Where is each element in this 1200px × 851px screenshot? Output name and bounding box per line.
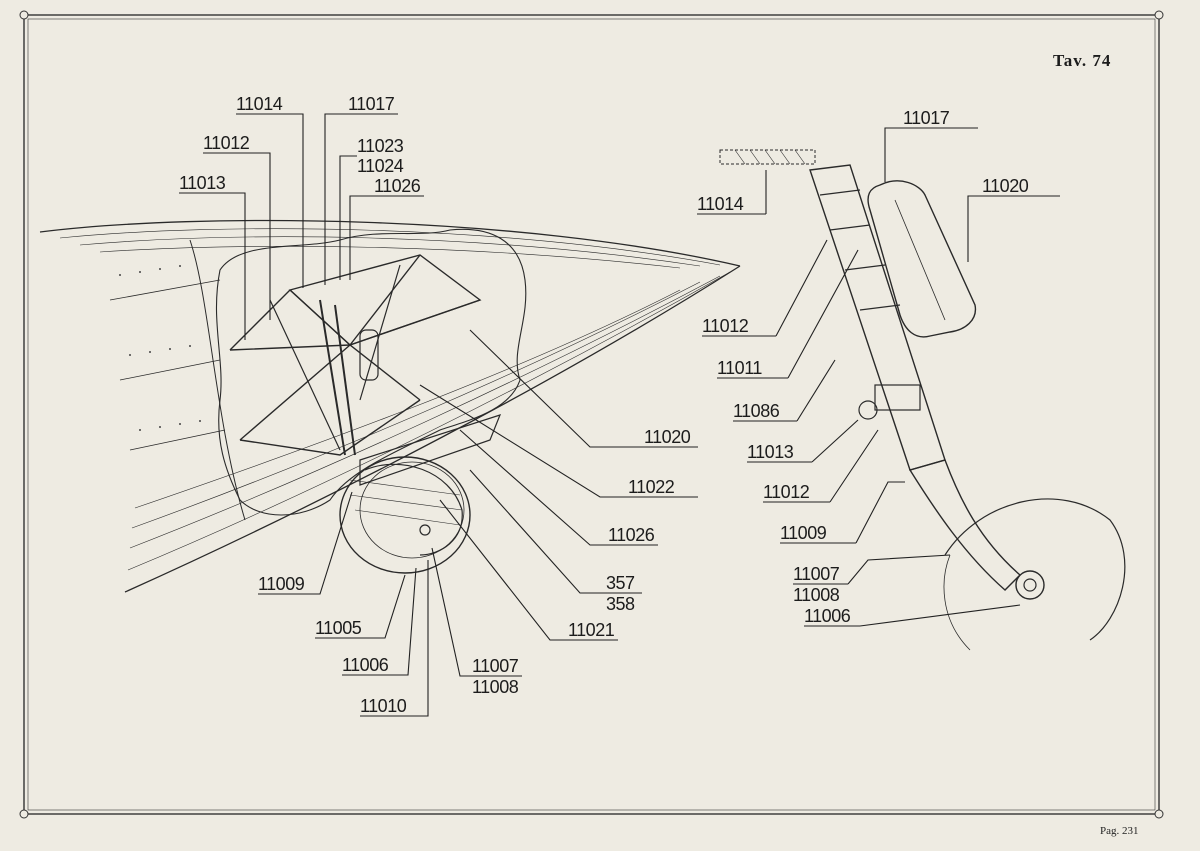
page-frame (19, 10, 1164, 819)
left-leader-lines (179, 113, 698, 717)
part-label: 11007 (472, 656, 519, 676)
part-label: 11021 (568, 620, 615, 640)
part-label: 11005 (315, 618, 362, 638)
part-label: 11013 (747, 442, 794, 462)
part-label: 11024 (357, 156, 404, 176)
part-label: 11086 (733, 401, 780, 421)
plate-number: Tav. 74 (1053, 51, 1111, 70)
part-label: 11020 (644, 427, 691, 447)
part-label: 11006 (804, 606, 851, 626)
part-label: 11006 (342, 655, 389, 675)
part-label: 11012 (763, 482, 810, 502)
right-part-labels: 11017 11020 11014 11012 11011 11086 1101… (697, 108, 1029, 626)
part-label: 11020 (982, 176, 1029, 196)
part-label: 11017 (903, 108, 950, 128)
part-label: 11009 (780, 523, 827, 543)
part-label: 11022 (628, 477, 675, 497)
part-label: 11008 (472, 677, 519, 697)
left-part-labels: 11014 11017 11012 11023 11024 11026 1101… (179, 94, 691, 716)
fuselage-cutaway-illustration (39, 219, 741, 593)
part-label: 11026 (374, 176, 421, 196)
part-label: 11013 (179, 173, 226, 193)
part-label: 11023 (357, 136, 404, 156)
part-label: 11009 (258, 574, 305, 594)
part-label: 11014 (697, 194, 744, 214)
part-label: 11010 (360, 696, 407, 716)
landing-gear-illustration (719, 149, 1126, 651)
part-label: 11012 (203, 133, 250, 153)
part-label: 11014 (236, 94, 283, 114)
part-label: 358 (606, 594, 635, 614)
part-label: 11026 (608, 525, 655, 545)
page-number: Pag. 231 (1100, 825, 1139, 837)
part-label: 11012 (702, 316, 749, 336)
part-label: 11017 (348, 94, 395, 114)
part-label: 11008 (793, 585, 840, 605)
part-label: 11011 (717, 358, 762, 378)
part-label: 357 (606, 573, 635, 593)
right-leader-lines (697, 127, 1060, 627)
part-label: 11007 (793, 564, 840, 584)
